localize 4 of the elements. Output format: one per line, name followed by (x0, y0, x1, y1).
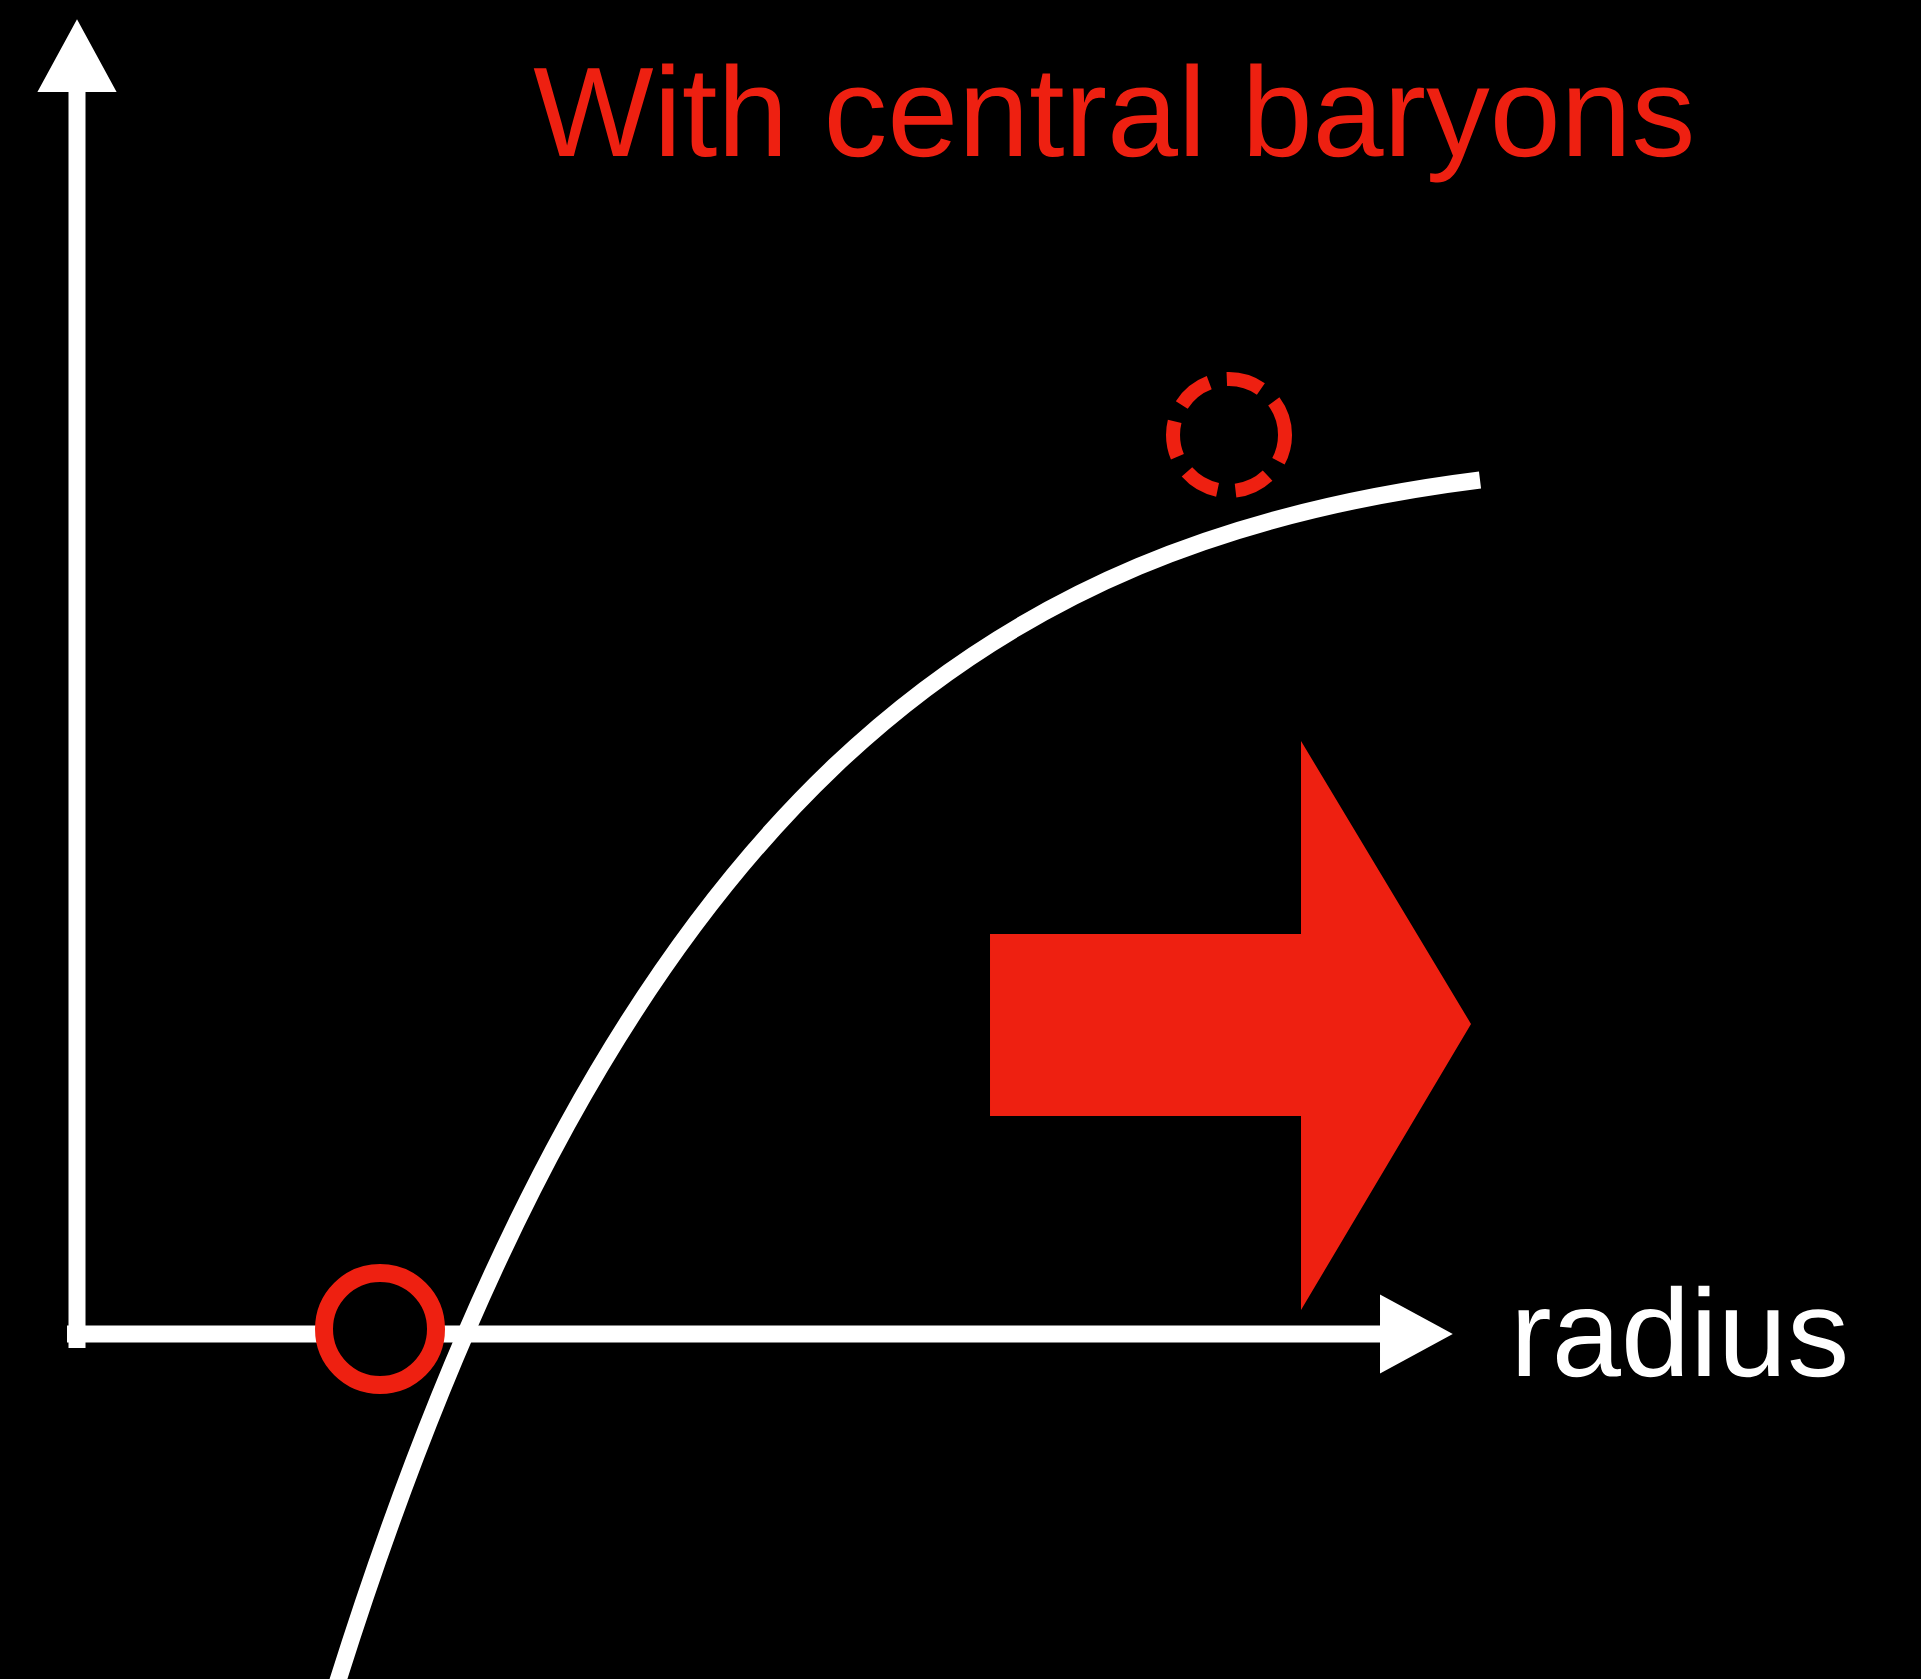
dashed-circle-marker (1166, 372, 1292, 498)
axis-label: radius (1518, 1285, 1845, 1378)
title: With central baryons (533, 63, 1691, 183)
circle-marker (315, 1264, 445, 1394)
